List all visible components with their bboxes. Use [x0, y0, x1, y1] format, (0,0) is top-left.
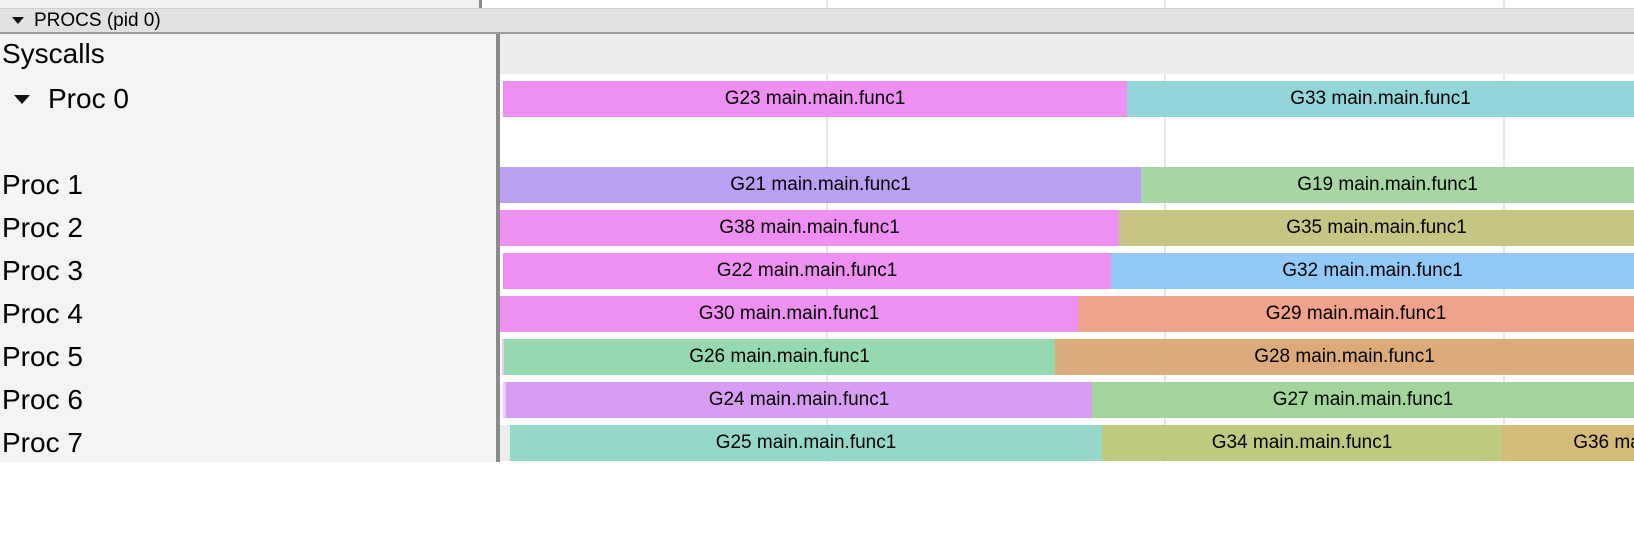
track-label-sidebar: Syscalls Proc 0 Proc 1 Proc 2 Proc 3 Proc 4 P… — [0, 34, 496, 462]
timeline-row-proc-7: G25 main.main.func1 G34 main.main.func1 G3… — [500, 425, 1634, 461]
timeline-span-g29[interactable]: G29 main.main.func1 — [1078, 296, 1634, 332]
expand-icon[interactable] — [14, 94, 30, 104]
span-label: G26 main.main.func1 — [689, 346, 870, 367]
timeline-span-g19[interactable]: G19 main.main.func1 — [1141, 167, 1634, 203]
timeline-row-proc-4: G30 main.main.func1 G29 main.main.func1 — [500, 296, 1634, 332]
timeline-row-proc-1: G21 main.main.func1 G19 main.main.func1 — [500, 167, 1634, 203]
timeline-span-g32[interactable]: G32 main.main.func1 — [1111, 253, 1634, 289]
span-label: G32 main.main.func1 — [1282, 260, 1463, 281]
sidebar-item-proc-6[interactable]: Proc 6 — [0, 382, 496, 418]
proc-label: Proc 5 — [2, 341, 83, 372]
proc-label: Proc 6 — [2, 384, 83, 415]
timeline-row-proc-6: G24 main.main.func1 G27 main.main.func1 — [500, 382, 1634, 418]
timeline-span-g33[interactable]: G33 main.main.func1 — [1127, 81, 1634, 117]
timeline-span-g22[interactable]: G22 main.main.func1 — [503, 253, 1111, 289]
procs-group-header[interactable]: PROCS (pid 0) — [0, 8, 1634, 34]
sidebar-item-proc-7[interactable]: Proc 7 — [0, 425, 496, 461]
previous-group-divider — [479, 0, 482, 8]
span-label: G28 main.main.func1 — [1254, 346, 1435, 367]
span-label: G36 main.main.func1 — [1573, 432, 1634, 453]
timeline-span-g34[interactable]: G34 main.main.func1 — [1102, 425, 1502, 461]
sidebar-divider — [496, 34, 500, 462]
timeline-span-g24[interactable]: G24 main.main.func1 — [506, 382, 1092, 418]
timeline-span-g36[interactable]: G36 main.main.func1 — [1502, 425, 1634, 461]
sidebar-item-proc-0[interactable]: Proc 0 — [0, 81, 496, 117]
timeline-row-proc-5: G26 main.main.func1 G28 main.main.func1 — [500, 339, 1634, 375]
timeline-row-proc-2: G38 main.main.func1 G35 main.main.func1 — [500, 210, 1634, 246]
timeline-span-g23[interactable]: G23 main.main.func1 — [503, 81, 1127, 117]
proc-label: Proc 2 — [2, 212, 83, 243]
span-label: G23 main.main.func1 — [724, 88, 906, 109]
timeline-span-g26[interactable]: G26 main.main.func1 — [504, 339, 1055, 375]
proc-label: Proc 4 — [2, 298, 83, 329]
procs-group-title: PROCS (pid 0) — [34, 9, 161, 31]
timeline-span-fragment[interactable] — [500, 425, 510, 461]
span-label: G38 main.main.func1 — [719, 217, 900, 238]
sidebar-item-proc-4[interactable]: Proc 4 — [0, 296, 496, 332]
timeline-row-proc-0: G23 main.main.func1 G33 main.main.func1 — [500, 81, 1634, 117]
timeline-span-g38[interactable]: G38 main.main.func1 — [500, 210, 1119, 246]
sidebar-item-syscalls[interactable]: Syscalls — [0, 36, 496, 72]
span-label: G29 main.main.func1 — [1265, 303, 1447, 324]
timeline-span-g21[interactable]: G21 main.main.func1 — [500, 167, 1141, 203]
timeline-span-g28[interactable]: G28 main.main.func1 — [1055, 339, 1634, 375]
sidebar-item-proc-1[interactable]: Proc 1 — [0, 167, 496, 203]
proc-label: Proc 3 — [2, 255, 83, 286]
timeline-row-proc-3: G22 main.main.func1 G32 main.main.func1 — [500, 253, 1634, 289]
timeline-span-fragment[interactable] — [502, 339, 504, 375]
syscalls-track-band — [500, 34, 1634, 74]
timeline-span-g30[interactable]: G30 main.main.func1 — [500, 296, 1078, 332]
sidebar-item-proc-5[interactable]: Proc 5 — [0, 339, 496, 375]
sidebar-item-proc-2[interactable]: Proc 2 — [0, 210, 496, 246]
previous-group-strip — [0, 0, 479, 8]
proc-label: Proc 0 — [48, 83, 129, 114]
collapse-icon[interactable] — [12, 17, 24, 24]
span-label: G24 main.main.func1 — [708, 389, 890, 410]
span-label: G22 main.main.func1 — [716, 260, 898, 281]
span-label: G34 main.main.func1 — [1211, 432, 1393, 453]
span-label: G19 main.main.func1 — [1297, 174, 1478, 195]
span-label: G27 main.main.func1 — [1272, 389, 1454, 410]
span-label: G33 main.main.func1 — [1290, 88, 1471, 109]
proc-label: Proc 7 — [2, 427, 83, 458]
syscalls-label: Syscalls — [2, 38, 105, 69]
sidebar-item-proc-3[interactable]: Proc 3 — [0, 253, 496, 289]
span-label: G21 main.main.func1 — [730, 174, 911, 195]
span-label: G30 main.main.func1 — [698, 303, 880, 324]
span-label: G35 main.main.func1 — [1286, 217, 1467, 238]
span-label: G25 main.main.func1 — [715, 432, 897, 453]
timeline-span-g35[interactable]: G35 main.main.func1 — [1119, 210, 1634, 246]
timeline-span-g25[interactable]: G25 main.main.func1 — [510, 425, 1102, 461]
timeline-span-fragment[interactable] — [503, 382, 506, 418]
proc-label: Proc 1 — [2, 169, 83, 200]
timeline-span-g27[interactable]: G27 main.main.func1 — [1092, 382, 1634, 418]
